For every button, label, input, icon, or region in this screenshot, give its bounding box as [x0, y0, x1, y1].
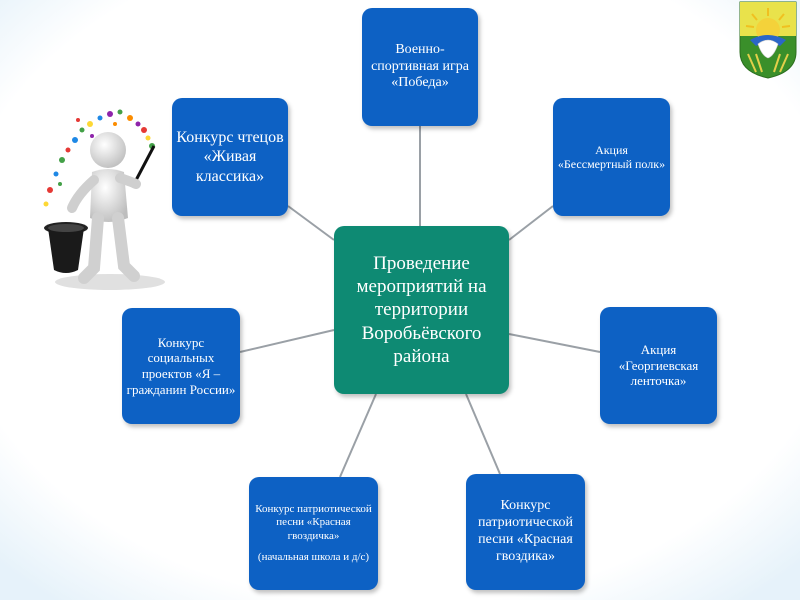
- node-polk-label: Акция «Бессмертный полк»: [557, 142, 666, 171]
- node-gvozdika: Конкурс патриотической песни «Красная гв…: [466, 474, 585, 590]
- node-gvozdichka: Конкурс патриотической песни «Красная гв…: [249, 477, 378, 590]
- center-label: Проведение мероприятий на территории Вор…: [356, 253, 487, 367]
- connector-chtecy: [287, 205, 335, 241]
- node-polk: Акция «Бессмертный полк»: [553, 98, 670, 216]
- node-chtecy-label: Конкурс чтецов «Живая классика»: [176, 129, 284, 185]
- node-lentochka-label: Акция «Георгиевская ленточка»: [618, 342, 699, 389]
- connector-proekty: [239, 329, 335, 353]
- node-gvozdichka-note: (начальная школа и д/с): [257, 550, 370, 563]
- node-pobeda-label: Военно-спортивная игра «Победа»: [371, 41, 469, 91]
- connector-lentochka: [508, 333, 601, 353]
- node-lentochka: Акция «Георгиевская ленточка»: [600, 307, 717, 424]
- connector-gvozdika: [465, 393, 501, 475]
- node-chtecy: Конкурс чтецов «Живая классика»: [172, 98, 288, 216]
- magician-icon: [43, 109, 165, 290]
- node-proekty-label: Конкурс социальных проектов «Я – граждан…: [126, 334, 236, 397]
- connector-gvozdichka: [339, 393, 377, 478]
- coat-of-arms-icon: [739, 1, 797, 79]
- node-proekty: Конкурс социальных проектов «Я – граждан…: [122, 308, 240, 424]
- connector-polk: [508, 205, 554, 241]
- node-gvozdichka-label: Конкурс патриотической песни «Красная гв…: [255, 503, 372, 542]
- node-pobeda: Военно-спортивная игра «Победа»: [362, 8, 478, 126]
- center-node: Проведение мероприятий на территории Вор…: [334, 226, 509, 394]
- node-gvozdika-label: Конкурс патриотической песни «Красная гв…: [478, 498, 573, 564]
